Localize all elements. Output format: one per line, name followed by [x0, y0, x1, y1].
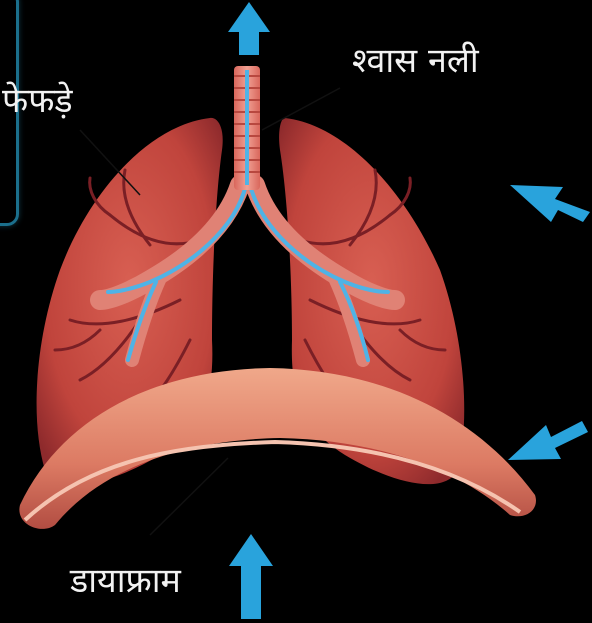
label-diaphragm: डायाफ्राम [70, 564, 181, 598]
diaphragm-pointer-line [150, 458, 228, 535]
arrow-inward-lower-icon [508, 421, 588, 460]
arrow-up-bottom-icon [229, 534, 273, 619]
label-lungs: फेफड़े [2, 84, 73, 118]
trachea [234, 66, 260, 190]
label-trachea: श्वास नली [352, 44, 479, 78]
arrow-up-top-icon [228, 2, 270, 55]
arrow-inward-upper-icon [510, 185, 590, 222]
